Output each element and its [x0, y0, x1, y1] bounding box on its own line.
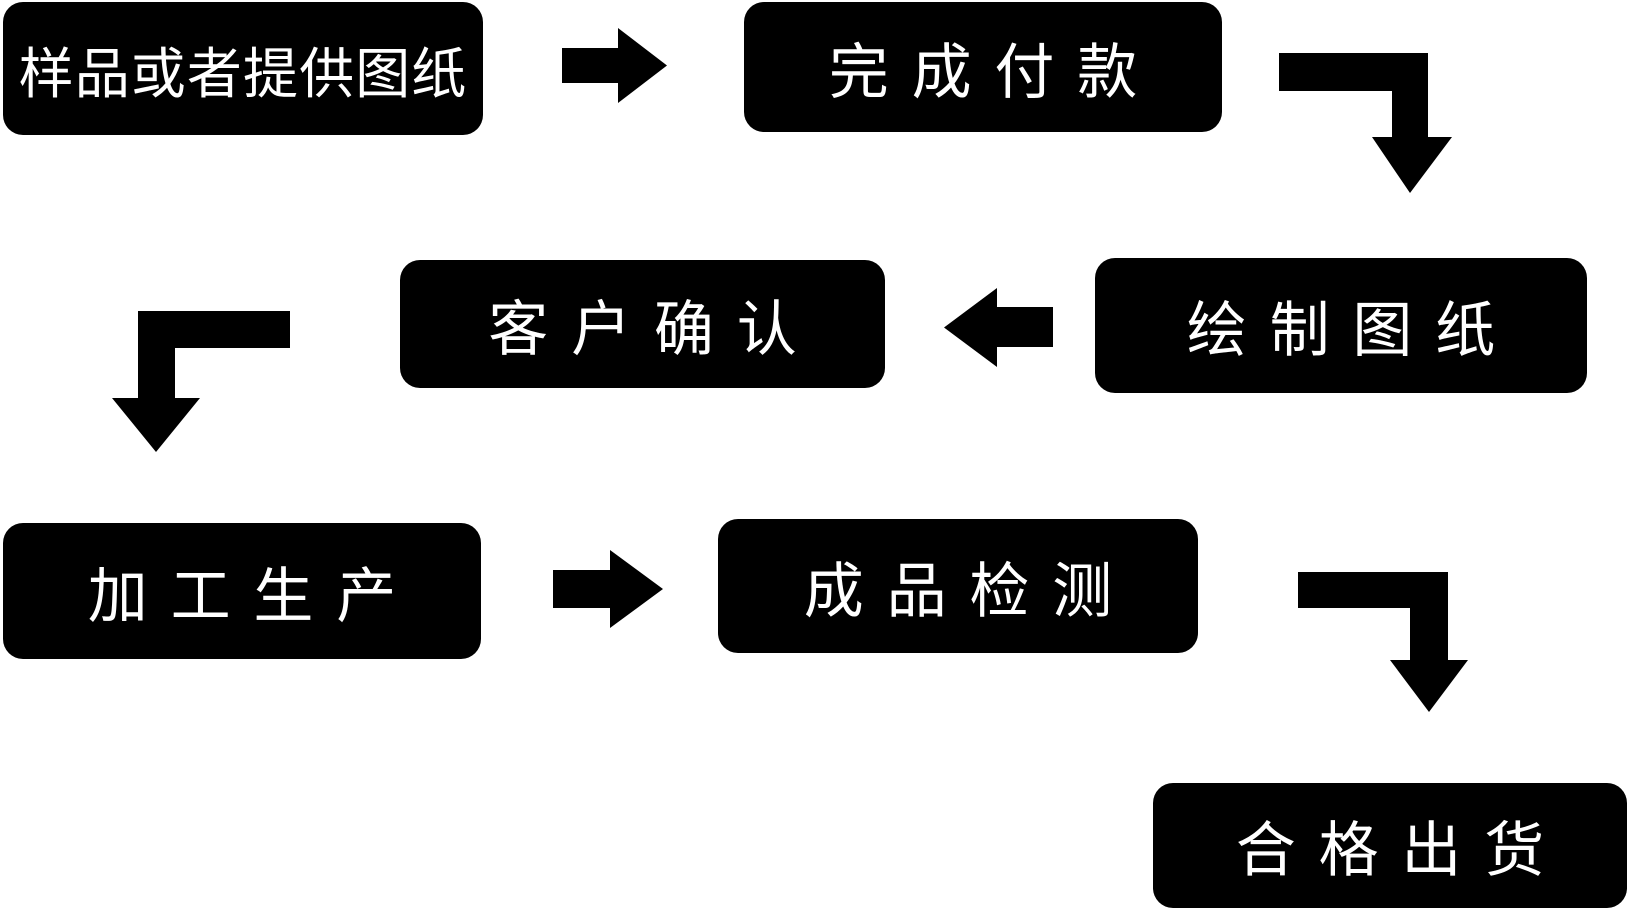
- flow-node-complete-payment: 完成付款: [744, 2, 1222, 132]
- flow-node-sample-or-drawing: 样品或者提供图纸: [3, 2, 483, 135]
- flow-node-draw-drawings: 绘制图纸: [1095, 258, 1587, 393]
- elbow-arrow-left-down-icon: [112, 311, 290, 452]
- flow-node-label: 样品或者提供图纸: [18, 41, 468, 106]
- flow-node-finished-product-inspection: 成品检测: [718, 519, 1198, 653]
- flow-node-label: 加工生产: [87, 561, 419, 632]
- arrow-right-icon: [553, 550, 663, 628]
- flow-node-label: 完成付款: [828, 37, 1160, 108]
- arrow-right-icon: [562, 28, 667, 103]
- flow-node-label: 绘制图纸: [1186, 296, 1518, 366]
- flow-node-qualified-shipment: 合格出货: [1153, 783, 1627, 908]
- flow-node-processing-production: 加工生产: [3, 523, 481, 659]
- elbow-arrow-right-down-icon: [1298, 572, 1468, 712]
- flow-node-label: 合格出货: [1235, 816, 1567, 886]
- elbow-arrow-right-down-icon: [1279, 53, 1452, 193]
- flow-node-customer-confirmation: 客户确认: [400, 260, 885, 388]
- flow-node-label: 客户确认: [488, 294, 820, 365]
- flow-node-label: 成品检测: [803, 556, 1135, 627]
- arrow-left-icon: [944, 288, 1053, 367]
